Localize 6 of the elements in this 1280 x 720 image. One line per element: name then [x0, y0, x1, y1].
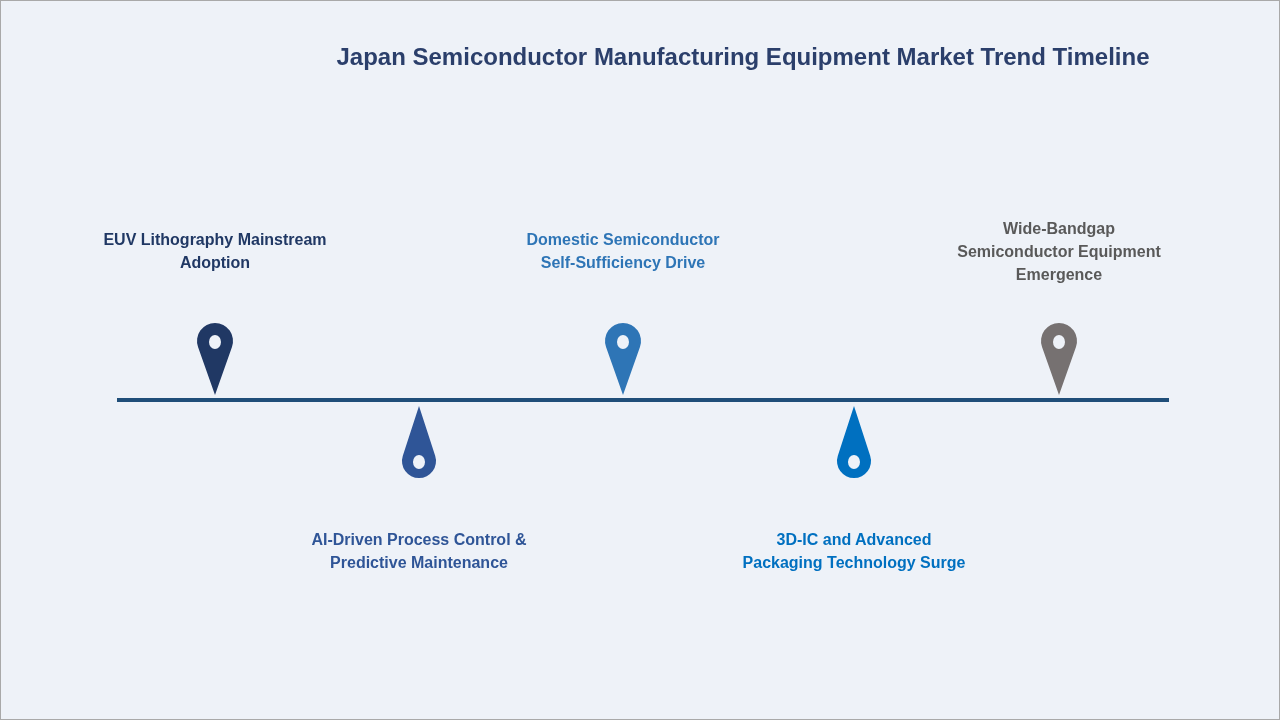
trend-label: Wide-Bandgap Semiconductor Equipment Emergence — [956, 219, 1162, 285]
trend-label: 3D-IC and Advanced Packaging Technology Surge — [741, 530, 967, 573]
title: Japan Semiconductor Manufacturing Equipment Market Trend Timeline — [335, 42, 1151, 72]
trend-label: EUV Lithography Mainstream Adoption — [102, 230, 328, 273]
trend-label: Domestic Semiconductor Self-Sufficiency Drive — [525, 230, 721, 273]
trend-label: AI-Driven Process Control & Predictive Maintenance — [310, 530, 528, 573]
